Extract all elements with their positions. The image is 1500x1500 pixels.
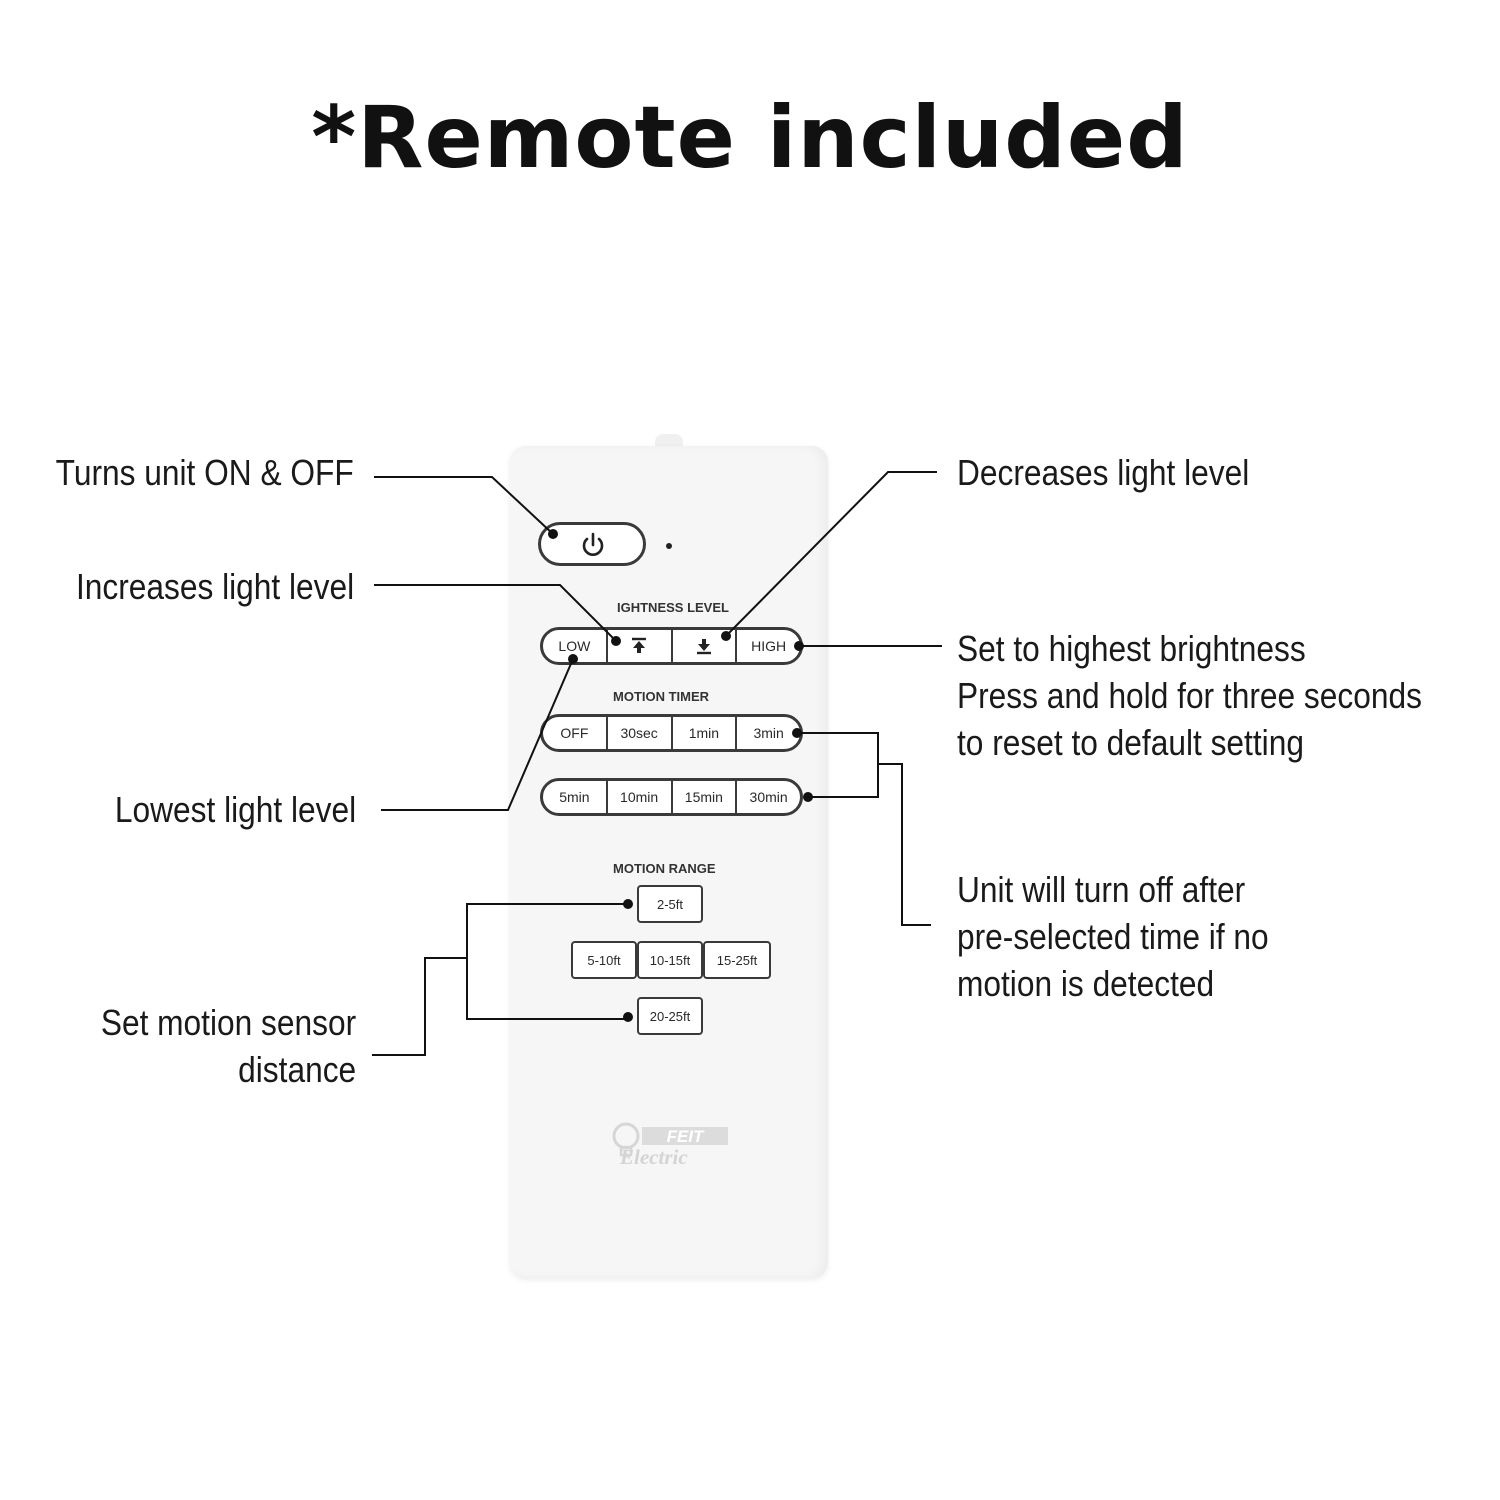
leader-motion-sensor	[372, 957, 467, 1056]
range-2-5ft-button[interactable]: 2-5ft	[637, 885, 703, 923]
callout-decrease: Decreases light level	[957, 452, 1250, 493]
range-15-25ft-button[interactable]: 15-25ft	[703, 941, 771, 979]
feit-electric-logo: FEIT Electric	[612, 1122, 728, 1169]
callout-increase: Increases light level	[75, 566, 354, 607]
timer-row-2: 5min 10min 15min 30min	[540, 778, 803, 816]
leader-timer	[878, 763, 931, 926]
brightness-button-row: LOW HIGH	[540, 627, 803, 665]
callout-motion-sensor: Set motion sensor distance	[101, 999, 356, 1093]
timer-off-button[interactable]: OFF	[560, 725, 589, 741]
callout-highest-line3: to reset to default setting	[957, 722, 1304, 763]
bulb-logo-icon	[612, 1122, 640, 1157]
timer-15min-button[interactable]: 15min	[670, 781, 736, 813]
arrow-down-to-bar-icon	[696, 639, 711, 655]
callout-timer-line2: pre-selected time if no	[957, 916, 1269, 957]
callout-power: Turns unit ON & OFF	[55, 452, 354, 493]
callout-highest: Set to highest brightness Press and hold…	[957, 625, 1422, 766]
power-button[interactable]	[538, 522, 646, 566]
callout-highest-line2: Press and hold for three seconds	[957, 675, 1422, 716]
timer-10min-button[interactable]: 10min	[605, 781, 671, 813]
logo-sub-text: Electric	[619, 1145, 688, 1169]
range-5-10ft-button[interactable]: 5-10ft	[571, 941, 637, 979]
callout-timer-line3: motion is detected	[957, 963, 1215, 1004]
timer-30sec-button[interactable]: 30sec	[605, 717, 671, 749]
indicator-led	[666, 543, 672, 549]
decrease-button[interactable]	[670, 630, 736, 662]
low-button[interactable]: LOW	[558, 638, 591, 654]
timer-30min-button[interactable]: 30min	[735, 781, 800, 813]
callout-timer-line1: Unit will turn off after	[957, 869, 1246, 910]
brightness-level-label: IGHTNESS LEVEL	[617, 600, 729, 615]
power-icon	[582, 532, 604, 556]
motion-timer-label: MOTION TIMER	[613, 689, 710, 704]
motion-range-label: MOTION RANGE	[613, 861, 716, 876]
callout-highest-line1: Set to highest brightness	[957, 628, 1306, 669]
timer-3min-button[interactable]: 3min	[735, 717, 800, 749]
range-20-25ft-button[interactable]: 20-25ft	[637, 997, 703, 1035]
logo-brand-text: FEIT	[667, 1127, 705, 1146]
timer-1min-button[interactable]: 1min	[670, 717, 736, 749]
arrow-up-to-bar-icon	[632, 637, 647, 653]
callout-motion-sensor-line2: distance	[237, 1049, 356, 1090]
callout-motion-sensor-line1: Set motion sensor	[100, 1002, 356, 1043]
timer-row-1: OFF 30sec 1min 3min	[540, 714, 803, 752]
callout-lowest: Lowest light level	[114, 789, 356, 830]
high-button[interactable]: HIGH	[735, 630, 800, 662]
callout-timer: Unit will turn off after pre-selected ti…	[957, 866, 1269, 1007]
page-title: *Remote included	[311, 88, 1189, 188]
timer-5min-button[interactable]: 5min	[559, 789, 590, 805]
increase-button[interactable]	[605, 630, 671, 662]
range-10-15ft-button[interactable]: 10-15ft	[637, 941, 703, 979]
